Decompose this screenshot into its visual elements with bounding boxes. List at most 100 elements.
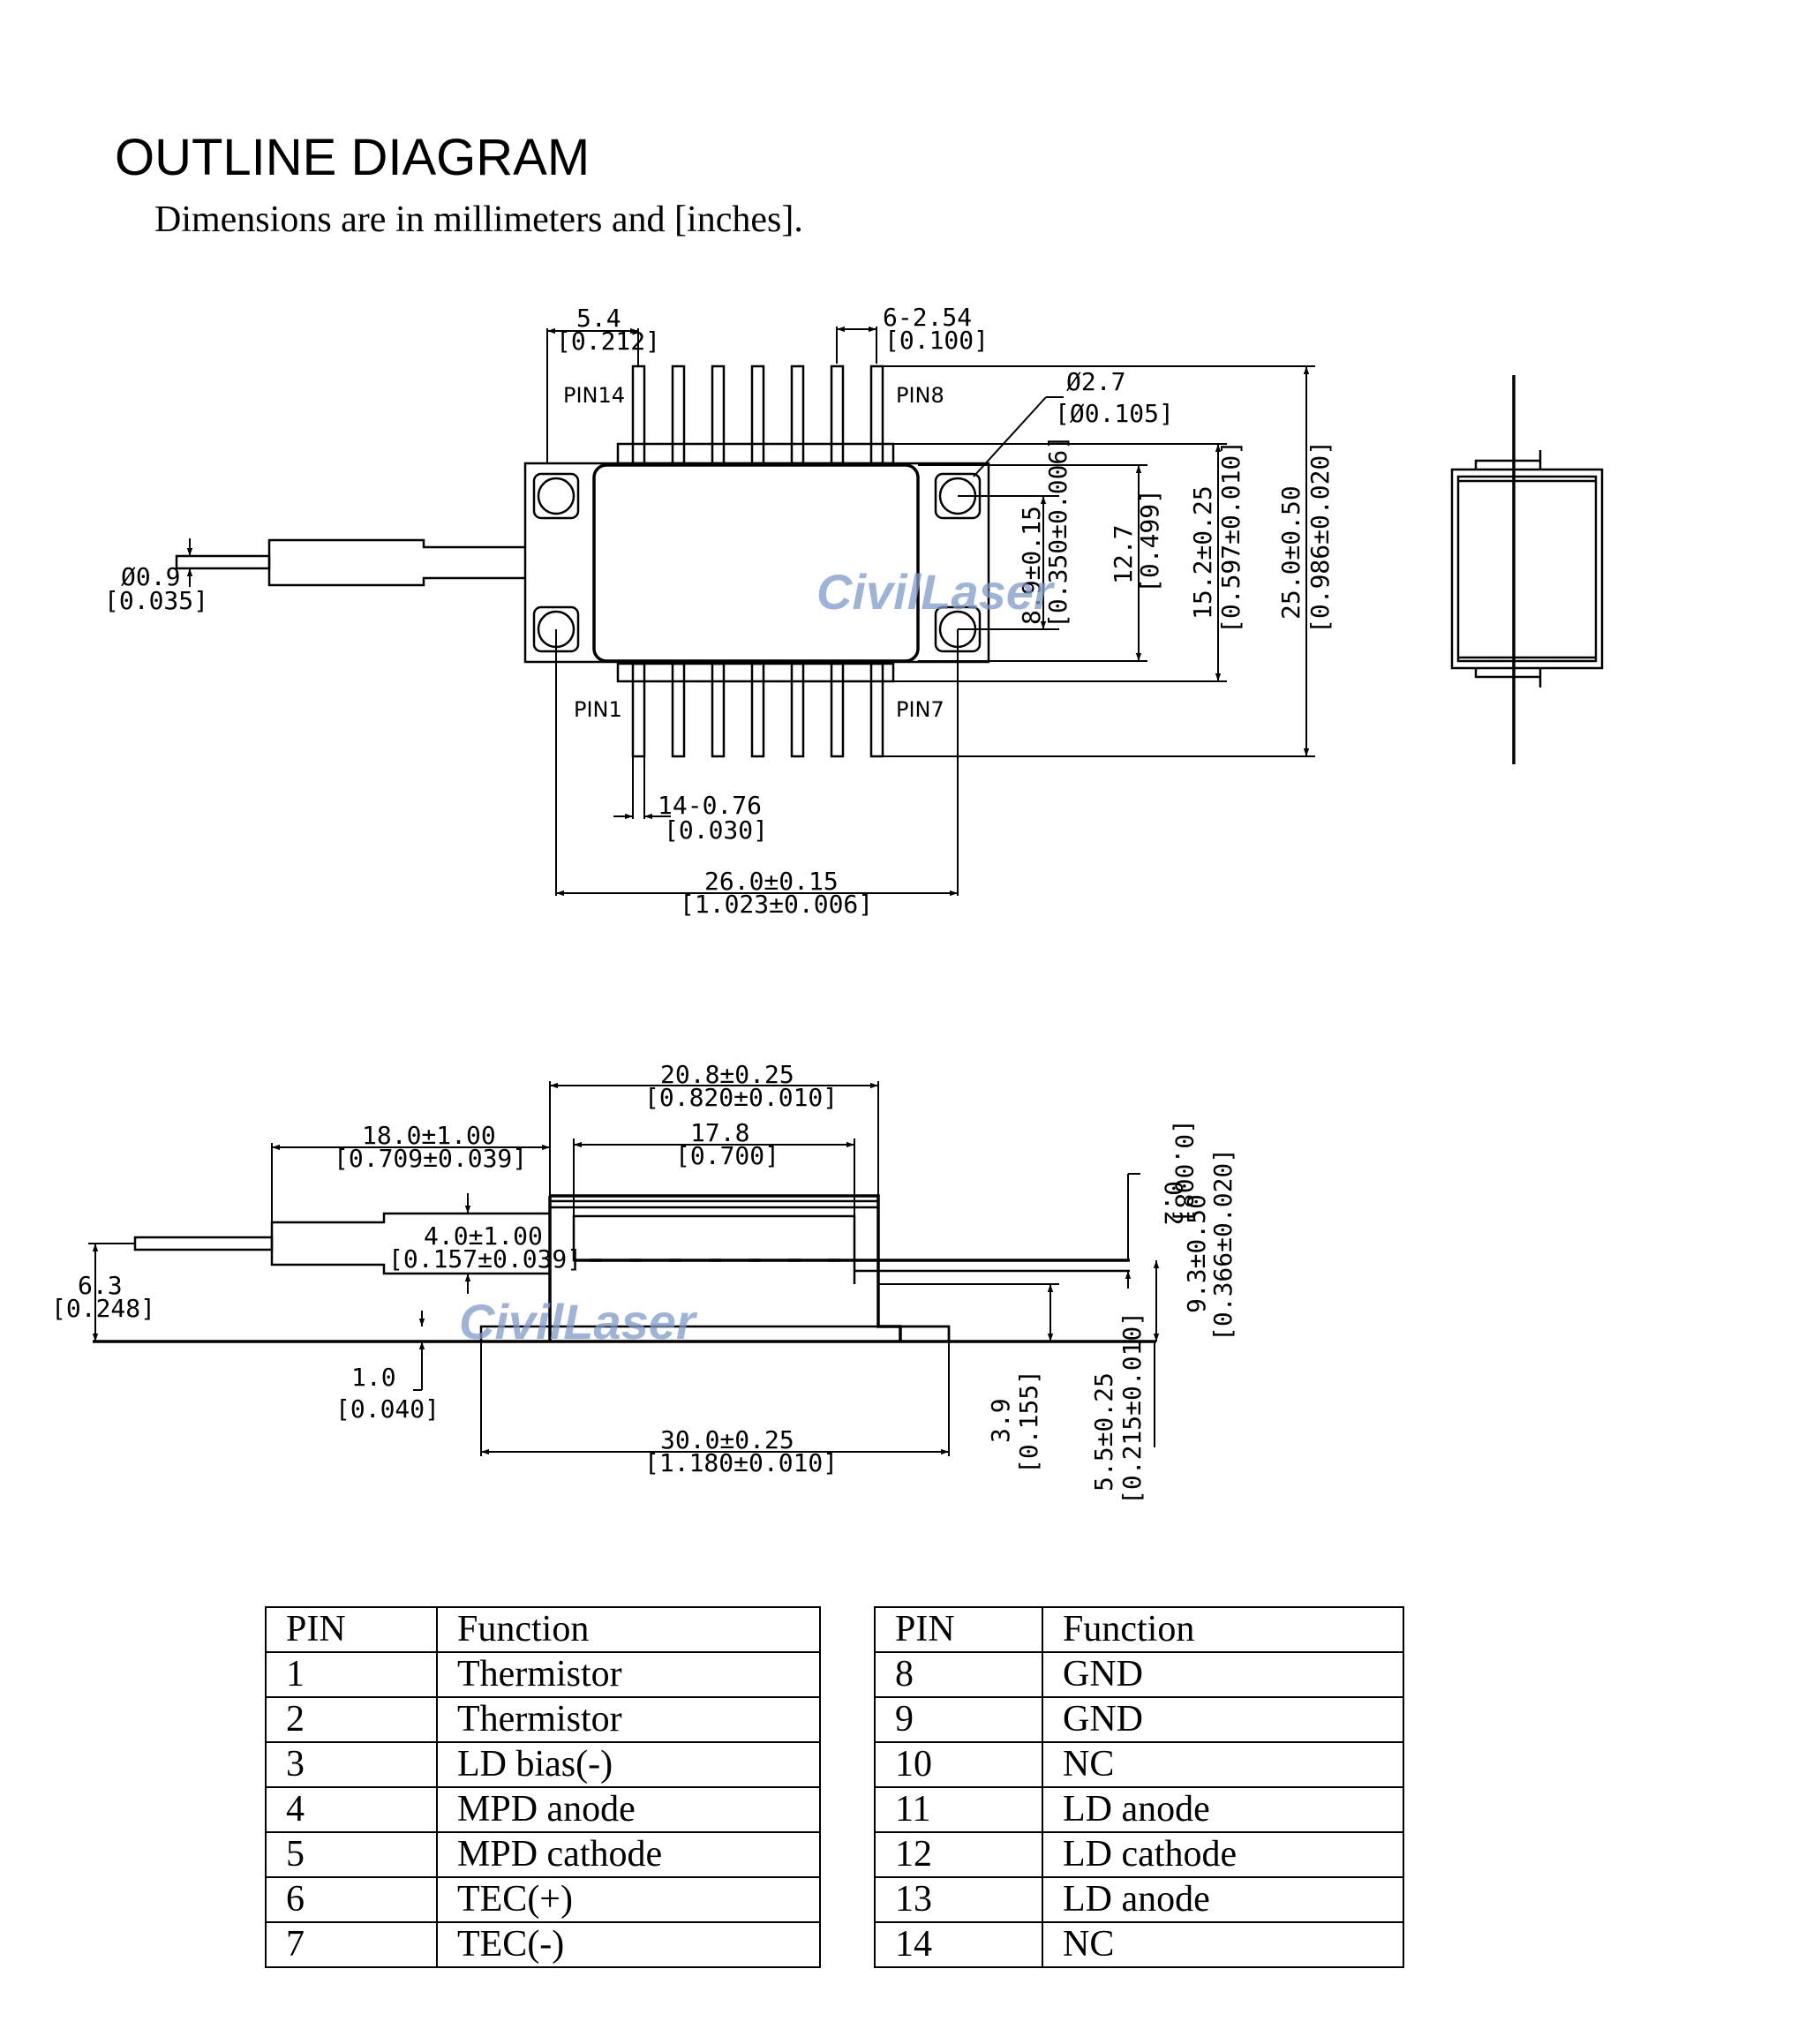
table-cell: LD cathode bbox=[1042, 1831, 1404, 1878]
table-cell: GND bbox=[1042, 1651, 1404, 1698]
table-gap bbox=[819, 1607, 876, 1652]
table-row: 6 TEC(+) 13 LD anode bbox=[265, 1876, 1404, 1923]
table-cell: 14 bbox=[874, 1921, 1043, 1968]
table-header: PIN bbox=[265, 1606, 438, 1653]
top-pins bbox=[631, 364, 884, 465]
table-gap bbox=[819, 1742, 876, 1787]
dim-body-length: 20.8±0.25 bbox=[660, 1060, 794, 1089]
dim-pin-edge-in: [0.212] bbox=[556, 327, 660, 356]
table-cell: 9 bbox=[874, 1696, 1043, 1743]
table-cell: LD anode bbox=[1042, 1876, 1404, 1923]
table-gap bbox=[819, 1697, 876, 1742]
table-cell: 7 bbox=[265, 1921, 438, 1968]
table-cell: 3 bbox=[265, 1741, 438, 1788]
mounting-holes bbox=[532, 472, 982, 653]
pin7-label: PIN7 bbox=[896, 697, 944, 722]
outline-drawing: PIN14 PIN8 PIN1 PIN7 5.4 [0.212] 6-2.54 … bbox=[51, 303, 1604, 1505]
dim-hole-dia: Ø2.7 bbox=[1066, 367, 1125, 396]
table-header: Function bbox=[1042, 1606, 1404, 1653]
table-cell: MPD anode bbox=[436, 1786, 821, 1833]
dim-hole-pitch: 26.0±0.15 bbox=[704, 867, 839, 896]
dim-fiber-height-in: [0.248] bbox=[51, 1294, 155, 1323]
table-cell: MPD cathode bbox=[436, 1831, 821, 1878]
table-gap bbox=[819, 1877, 876, 1922]
pin14-label: PIN14 bbox=[563, 383, 625, 408]
table-cell: 13 bbox=[874, 1876, 1043, 1923]
package-body bbox=[592, 463, 920, 663]
table-cell: Thermistor bbox=[436, 1696, 821, 1743]
table-cell: 12 bbox=[874, 1831, 1043, 1878]
dim-boot-height: 4.0±1.00 bbox=[424, 1221, 543, 1251]
dim-height-in: [0.366±0.020] bbox=[1208, 1148, 1238, 1341]
dim-pin-height: 3.9 bbox=[986, 1398, 1015, 1443]
fiber bbox=[175, 554, 271, 570]
table-gap bbox=[819, 1652, 876, 1697]
table-cell: 10 bbox=[874, 1741, 1043, 1788]
dim-pin-row: 17.8 bbox=[690, 1118, 749, 1147]
table-gap bbox=[819, 1832, 876, 1877]
end-view bbox=[1450, 375, 1604, 764]
table-cell: GND bbox=[1042, 1696, 1404, 1743]
dim-pin-edge: 5.4 bbox=[576, 304, 621, 333]
table-cell: 2 bbox=[265, 1696, 438, 1743]
dim-flange-width-in: [0.597±0.010] bbox=[1216, 440, 1245, 634]
bottom-pins bbox=[631, 662, 884, 758]
dim-fiber-dia: Ø0.9 bbox=[121, 562, 180, 591]
dim-hole-pitch-in: [1.023±0.006] bbox=[680, 890, 873, 919]
watermark-side: CivilLaser bbox=[459, 1294, 698, 1349]
table-cell: 6 bbox=[265, 1876, 438, 1923]
table-row: 4 MPD anode 11 LD anode bbox=[265, 1786, 1404, 1833]
dim-overall-in: [0.986±0.020] bbox=[1305, 440, 1335, 634]
table-header: PIN bbox=[874, 1606, 1043, 1653]
dim-body-width: 12.7 bbox=[1109, 525, 1138, 584]
table-cell: 8 bbox=[874, 1651, 1043, 1698]
table-header: Function bbox=[436, 1606, 821, 1653]
dim-pin-pitch: 6-2.54 bbox=[883, 303, 972, 332]
dim-pin-row-in: [0.700] bbox=[675, 1141, 779, 1170]
table-cell: 5 bbox=[265, 1831, 438, 1878]
table-cell: LD anode bbox=[1042, 1786, 1404, 1833]
table-row: 5 MPD cathode 12 LD cathode bbox=[265, 1831, 1404, 1878]
dim-base-in: [0.040] bbox=[335, 1394, 440, 1424]
dim-boot-height-in: [0.157±0.039] bbox=[388, 1244, 582, 1274]
table-cell: 11 bbox=[874, 1786, 1043, 1833]
dim-hole-spacing-in: [0.350±0.006] bbox=[1043, 435, 1072, 628]
pin-function-table: PIN Function PIN Function 1 Thermistor 8… bbox=[265, 1606, 1404, 1968]
table-header-row: PIN Function PIN Function bbox=[265, 1606, 1404, 1653]
dim-flange-length-in: [1.180±0.010] bbox=[644, 1448, 838, 1477]
dim-flange-length: 30.0±0.25 bbox=[660, 1425, 794, 1454]
table-cell: LD bias(-) bbox=[436, 1741, 821, 1788]
dim-boot: 18.0±1.00 bbox=[362, 1121, 496, 1150]
pin8-label: PIN8 bbox=[896, 383, 944, 408]
table-cell: NC bbox=[1042, 1921, 1404, 1968]
table-row: 1 Thermistor 8 GND bbox=[265, 1651, 1404, 1698]
page-subtitle: Dimensions are in millimeters and [inche… bbox=[154, 199, 803, 240]
page-title: OUTLINE DIAGRAM bbox=[115, 129, 591, 186]
dim-flange-width: 15.2±0.25 bbox=[1188, 485, 1217, 620]
table-cell: TEC(+) bbox=[436, 1876, 821, 1923]
bottom-pin-pad bbox=[616, 662, 895, 683]
dim-pin-pitch-in: [0.100] bbox=[884, 326, 989, 355]
dim-pin-width: 14-0.76 bbox=[658, 791, 762, 820]
dim-fiber-dia-in: [0.035] bbox=[104, 586, 208, 615]
dim-fiber-height: 6.3 bbox=[78, 1271, 123, 1300]
top-view: PIN14 PIN8 PIN1 PIN7 5.4 [0.212] 6-2.54 … bbox=[104, 303, 1335, 919]
watermark-top: CivilLaser bbox=[816, 564, 1056, 620]
dim-body-length-in: [0.820±0.010] bbox=[644, 1083, 838, 1112]
dim-pin-top-in: [0.215±0.010] bbox=[1117, 1311, 1147, 1505]
table-row: 3 LD bias(-) 10 NC bbox=[265, 1741, 1404, 1788]
table-cell: NC bbox=[1042, 1741, 1404, 1788]
table-cell: 4 bbox=[265, 1786, 438, 1833]
dim-height: 9.3±0.50 bbox=[1182, 1194, 1211, 1313]
table-cell: TEC(-) bbox=[436, 1921, 821, 1968]
table-cell: 1 bbox=[265, 1651, 438, 1698]
dim-boot-in: [0.709±0.039] bbox=[334, 1144, 527, 1173]
dim-hole-spacing: 8.9±0.15 bbox=[1017, 506, 1046, 625]
pin1-label: PIN1 bbox=[574, 697, 622, 722]
dim-lid-in: [0.008] bbox=[1170, 1119, 1199, 1223]
top-pin-pad bbox=[616, 442, 895, 465]
dim-body-width-in: [0.499] bbox=[1135, 489, 1164, 593]
table-row: 2 Thermistor 9 GND bbox=[265, 1696, 1404, 1743]
table-row: 7 TEC(-) 14 NC bbox=[265, 1921, 1404, 1968]
table-gap bbox=[819, 1922, 876, 1967]
